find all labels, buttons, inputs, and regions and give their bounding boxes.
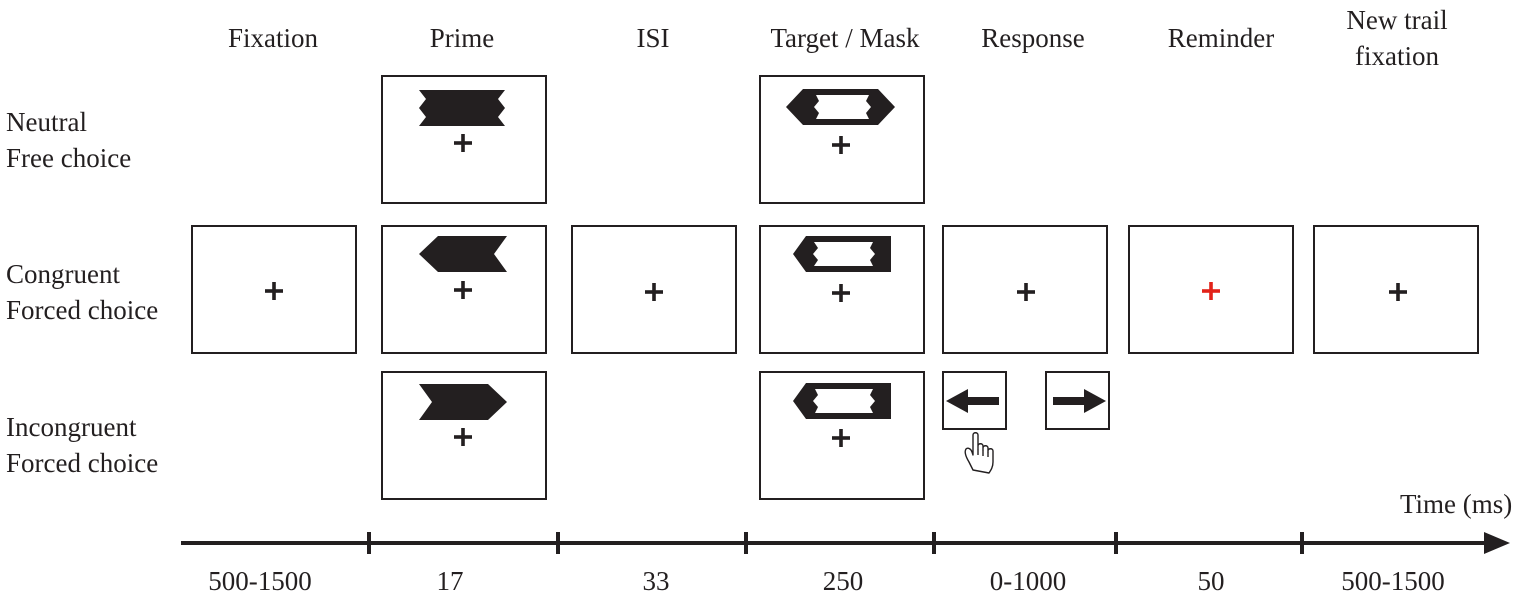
phase-label-fixation: Fixation: [227, 23, 319, 53]
timeline-tick: [1300, 532, 1304, 554]
duration-response: 0-1000: [989, 566, 1067, 596]
condition-label-congruent: Congruent Forced choice: [6, 256, 158, 328]
condition-congruent-line1: Congruent: [6, 259, 120, 289]
target-neutral-shape: [786, 89, 895, 125]
phase-label-new-trial-line2: fixation: [1355, 41, 1439, 71]
phase-label-target-mask: Target / Mask: [770, 23, 920, 53]
duration-prime: 17: [436, 566, 464, 596]
condition-label-neutral: Neutral Free choice: [6, 104, 131, 176]
condition-congruent-line2: Forced choice: [6, 295, 159, 325]
phase-label-isi: ISI: [636, 23, 670, 53]
fixation-cross-icon: [454, 428, 472, 446]
fixation-cross-icon: [265, 282, 283, 300]
timeline-axis: [181, 532, 1510, 554]
right-arrow-icon: [1053, 389, 1106, 413]
phase-label-response: Response: [981, 23, 1085, 53]
timeline-tick: [556, 532, 560, 554]
prime-incongruent-shape: [419, 384, 507, 420]
phase-label-reminder: Reminder: [1167, 23, 1275, 53]
timeline-tick: [744, 532, 748, 554]
target-incongruent-shape: [793, 383, 891, 419]
fixation-cross-icon: [832, 284, 850, 302]
screen-new-trial-fixation: [1313, 225, 1479, 354]
fixation-cross-icon: [1017, 283, 1035, 301]
reminder-cross-icon: [1202, 282, 1220, 300]
fixation-cross-icon: [454, 281, 472, 299]
timeline-axis-label: Time (ms): [1400, 489, 1513, 519]
left-arrow-icon: [946, 389, 999, 413]
duration-isi: 33: [642, 566, 670, 596]
prime-neutral-shape: [419, 90, 505, 126]
condition-neutral-line1: Neutral: [6, 107, 87, 137]
timeline-arrowhead: [1484, 532, 1510, 554]
fixation-cross-icon: [832, 429, 850, 447]
fixation-cross-icon: [832, 136, 850, 154]
target-congruent-shape: [793, 236, 891, 272]
fixation-cross-icon: [1389, 283, 1407, 301]
phase-label-prime: Prime: [429, 23, 495, 53]
timeline-tick: [1114, 532, 1118, 554]
duration-reminder: 50: [1197, 566, 1225, 596]
fixation-cross-icon: [645, 283, 663, 301]
prime-congruent-shape: [419, 236, 507, 272]
pointing-hand-icon: [964, 432, 994, 474]
phase-label-new-trial-fixation: New trail fixation: [1346, 2, 1447, 74]
duration-new-trial-fixation: 500-1500: [1341, 566, 1445, 596]
phase-label-new-trial-line1: New trail: [1346, 5, 1448, 35]
duration-target-mask: 250: [822, 566, 864, 596]
condition-incongruent-line2: Forced choice: [6, 448, 159, 478]
fixation-cross-icon: [454, 134, 472, 152]
condition-neutral-line2: Free choice: [6, 143, 132, 173]
condition-incongruent-line1: Incongruent: [6, 412, 137, 442]
condition-label-incongruent: Incongruent Forced choice: [6, 409, 158, 481]
duration-fixation: 500-1500: [208, 566, 312, 596]
timeline-tick: [367, 532, 371, 554]
timeline-tick: [932, 532, 936, 554]
